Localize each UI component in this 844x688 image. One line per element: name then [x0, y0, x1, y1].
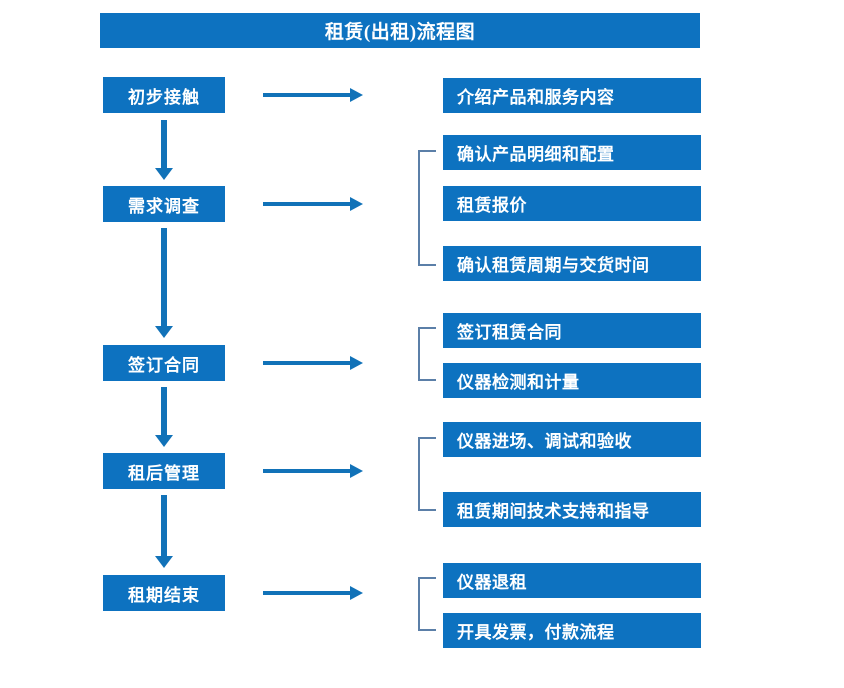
bracket-icon-group-5 [418, 577, 436, 631]
page-title: 租赁(出租)流程图 [100, 13, 700, 48]
right-arrow-icon-5 [263, 586, 363, 600]
right-arrow-icon-2 [263, 197, 363, 211]
stage-box-2[interactable]: 需求调查 [103, 186, 225, 222]
detail-box-5[interactable]: 签订租赁合同 [443, 313, 701, 348]
down-arrow-icon-2 [155, 228, 173, 338]
bracket-icon-group-3 [418, 327, 436, 381]
detail-box-9[interactable]: 仪器退租 [443, 563, 701, 598]
detail-box-8[interactable]: 租赁期间技术支持和指导 [443, 492, 701, 527]
detail-box-2[interactable]: 确认产品明细和配置 [443, 135, 701, 170]
detail-box-1[interactable]: 介绍产品和服务内容 [443, 78, 701, 113]
detail-box-7[interactable]: 仪器进场、调试和验收 [443, 422, 701, 457]
stage-box-5[interactable]: 租期结束 [103, 575, 225, 611]
detail-box-6[interactable]: 仪器检测和计量 [443, 363, 701, 398]
right-arrow-icon-4 [263, 464, 363, 478]
bracket-icon-group-4 [418, 437, 436, 511]
down-arrow-icon-1 [155, 120, 173, 180]
down-arrow-icon-4 [155, 495, 173, 568]
bracket-icon-group-2 [418, 150, 436, 266]
down-arrow-icon-3 [155, 387, 173, 447]
detail-box-3[interactable]: 租赁报价 [443, 186, 701, 221]
stage-box-3[interactable]: 签订合同 [103, 345, 225, 381]
detail-box-10[interactable]: 开具发票，付款流程 [443, 613, 701, 648]
right-arrow-icon-1 [263, 88, 363, 102]
right-arrow-icon-3 [263, 356, 363, 370]
stage-box-1[interactable]: 初步接触 [103, 77, 225, 113]
detail-box-4[interactable]: 确认租赁周期与交货时间 [443, 246, 701, 281]
stage-box-4[interactable]: 租后管理 [103, 453, 225, 489]
